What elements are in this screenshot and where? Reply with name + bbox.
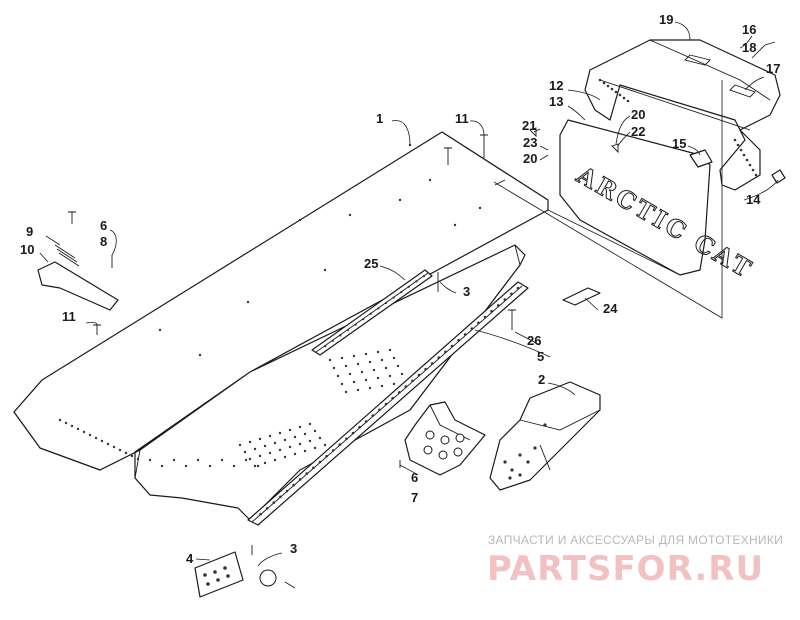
callout-c18: 18 [742,40,756,55]
foot-plate-holes [423,430,465,460]
bumper-end-cap [771,169,786,184]
tunnel-perforations [58,143,482,468]
callout-c1: 1 [376,111,383,126]
callout-c17: 17 [766,61,780,76]
spring-clip [54,244,80,267]
callout-c20a: 20 [631,107,645,122]
reinforcement-holes [324,274,426,348]
callout-c2: 2 [538,372,545,387]
callout-c26: 26 [527,333,541,348]
callout-c24: 24 [603,301,618,316]
callout-c3b: 3 [290,541,297,556]
callout-c23: 23 [523,135,537,150]
callout-c5: 5 [537,349,544,364]
callout-c16: 16 [742,22,756,37]
callout-c20b: 20 [523,151,537,166]
bracket-holes [503,423,547,480]
callout-c8: 8 [100,234,107,249]
callout-c13: 13 [549,94,563,109]
washer [259,569,296,589]
callout-c22: 22 [631,124,645,139]
callout-c9: 9 [26,224,33,239]
callout-c12: 12 [549,78,563,93]
callout-c6b: 6 [411,470,418,485]
watermark-brand: PARTSFOR.RU [487,549,764,589]
callout-c19: 19 [659,12,673,27]
callout-c3a: 3 [463,284,470,299]
callout-c14: 14 [746,192,761,207]
bottom-plate-holes [203,566,230,586]
tab-plate [562,287,601,306]
watermark: ЗАПЧАСТИ И АКСЕССУАРЫ ДЛЯ МОТОТЕХНИКИ PA… [487,533,783,589]
callout-c25: 25 [364,256,378,271]
bumper-clip [689,149,713,168]
callout-c10: 10 [20,242,34,257]
callout-c11a: 11 [455,111,469,126]
bumper-holes [598,78,758,177]
rail-strip-holes [259,286,520,516]
side-bracket [489,381,601,491]
callout-c6a: 6 [100,218,107,233]
snow-flap: ARCTIC CAT [559,119,759,285]
left-clip-bracket [37,261,119,311]
bottom-plate [194,551,244,598]
callout-c15: 15 [672,136,686,151]
callout-c21: 21 [522,118,536,133]
callout-c4: 4 [186,551,194,566]
tunnel-panel [13,131,549,521]
callout-c11b: 11 [62,309,76,324]
leader-lines [39,21,779,567]
rear-bumper [584,39,781,191]
callout-c7: 7 [411,490,418,505]
watermark-caption: ЗАПЧАСТИ И АКСЕССУАРЫ ДЛЯ МОТОТЕХНИКИ [488,533,783,547]
